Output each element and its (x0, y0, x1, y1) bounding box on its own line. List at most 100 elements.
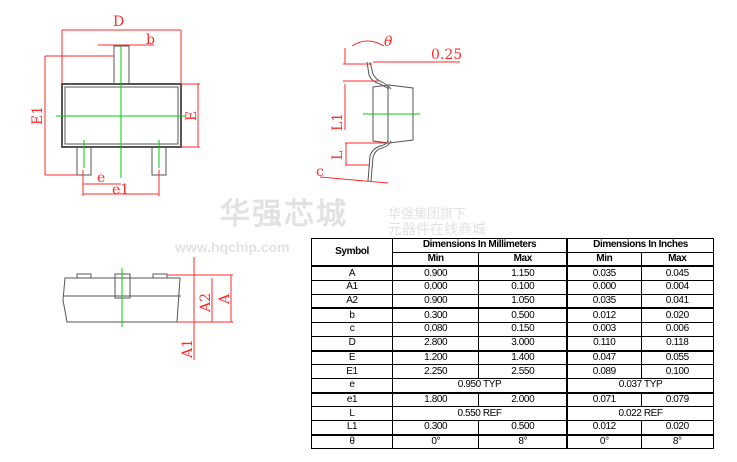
cell-mmin: 0.080 (391, 322, 480, 337)
cell-mmax: 0.500 (478, 307, 568, 324)
cell-s: A1 (311, 280, 393, 295)
cell-mm: 0.950 TYP (392, 377, 568, 394)
header-symbol: Symbol (311, 238, 393, 267)
cell-imax: 0.079 (640, 391, 715, 408)
cell-mmax: 8° (478, 433, 568, 450)
label-E: E (184, 111, 200, 121)
cell-imax: 0.006 (640, 322, 715, 337)
cell-imax: 0.041 (640, 293, 715, 309)
cell-imin: 0.012 (566, 307, 642, 324)
cell-mmax: 2.550 (478, 364, 568, 379)
cell-in: 0.037 TYP (566, 377, 715, 394)
cell-mmin: 0.000 (391, 280, 480, 295)
header-in-max: Max (640, 251, 715, 267)
cell-imin: 0.110 (566, 335, 642, 352)
cell-mmax: 1.400 (478, 349, 568, 366)
watermark-tagline2: 元器件在线商城 (388, 221, 486, 237)
header-in-min: Min (566, 251, 642, 267)
cell-imax: 0.020 (640, 307, 715, 324)
label-A: A (217, 293, 233, 305)
cell-s: A (311, 265, 393, 282)
cell-s: L (311, 406, 393, 421)
label-theta: θ (384, 34, 393, 50)
cell-imax: 8° (640, 433, 715, 450)
label-A1: A1 (180, 339, 196, 359)
cell-mmin: 2.250 (391, 364, 480, 379)
cell-mmax: 0.100 (478, 280, 568, 295)
cell-mmax: 0.150 (478, 322, 568, 337)
cell-mmin: 0° (391, 433, 480, 450)
cell-mmin: 0.900 (391, 265, 480, 282)
side-view (366, 61, 414, 182)
cell-imin: 0.047 (566, 349, 642, 366)
cell-s: L1 (311, 419, 393, 436)
cell-imax: 0.020 (640, 419, 715, 436)
cell-mmax: 2.000 (478, 391, 568, 408)
label-e: e (97, 170, 105, 186)
cell-mmax: 3.000 (478, 335, 568, 352)
label-e1: e1 (112, 182, 129, 198)
cell-imax: 0.100 (640, 364, 715, 379)
label-D: D (113, 14, 124, 30)
cell-mmax: 0.500 (478, 419, 568, 436)
cell-mmin: 0.300 (391, 419, 480, 436)
cell-s: c (311, 322, 393, 337)
label-A2: A2 (198, 293, 214, 313)
header-inches: Dimensions In Inches (566, 238, 715, 253)
cell-imin: 0.000 (566, 280, 642, 295)
cell-mmin: 1.800 (391, 391, 480, 408)
cell-imin: 0.035 (566, 293, 642, 309)
cell-imin: 0.089 (566, 364, 642, 379)
cell-s: θ (311, 433, 393, 450)
cell-imin: 0.035 (566, 265, 642, 282)
cell-s: e (311, 377, 393, 394)
cell-imin: 0.003 (566, 322, 642, 337)
cell-mmin: 0.300 (391, 307, 480, 324)
cell-s: E1 (311, 364, 393, 379)
header-mm-max: Max (478, 251, 568, 267)
cell-imax: 0.055 (640, 349, 715, 366)
cell-imin: 0.071 (566, 391, 642, 408)
cell-s: b (311, 307, 393, 324)
cell-s: e1 (311, 391, 393, 408)
watermark-brand: 华强芯城 (220, 198, 348, 231)
header-mm-min: Min (391, 251, 480, 267)
cell-imin: 0° (566, 433, 642, 450)
label-0.25: 0.25 (431, 47, 462, 63)
label-b: b (146, 32, 155, 48)
cell-s: D (311, 335, 393, 352)
cell-s: E (311, 349, 393, 366)
label-E1: E1 (30, 106, 46, 125)
label-L1: L1 (330, 113, 346, 131)
cell-imax: 0.045 (640, 265, 715, 282)
dimensions-table: Symbol Dimensions In Millimeters Dimensi… (311, 238, 715, 450)
label-c: c (316, 164, 324, 180)
cell-mmax: 1.150 (478, 265, 568, 282)
cell-mm: 0.550 REF (392, 406, 568, 421)
cell-s: A2 (311, 293, 393, 309)
cell-mmin: 1.200 (391, 349, 480, 366)
cell-mmin: 2.800 (391, 335, 480, 352)
cell-mmin: 0.900 (391, 293, 480, 309)
watermark-tagline: 华强集团旗下 (388, 206, 467, 221)
label-L: L (330, 151, 346, 160)
cell-imax: 0.004 (640, 280, 715, 295)
cell-imax: 0.118 (640, 335, 715, 352)
watermark-url: www.hqchip.com (175, 239, 290, 255)
cell-in: 0.022 REF (566, 406, 715, 421)
header-mm: Dimensions In Millimeters (392, 238, 568, 253)
